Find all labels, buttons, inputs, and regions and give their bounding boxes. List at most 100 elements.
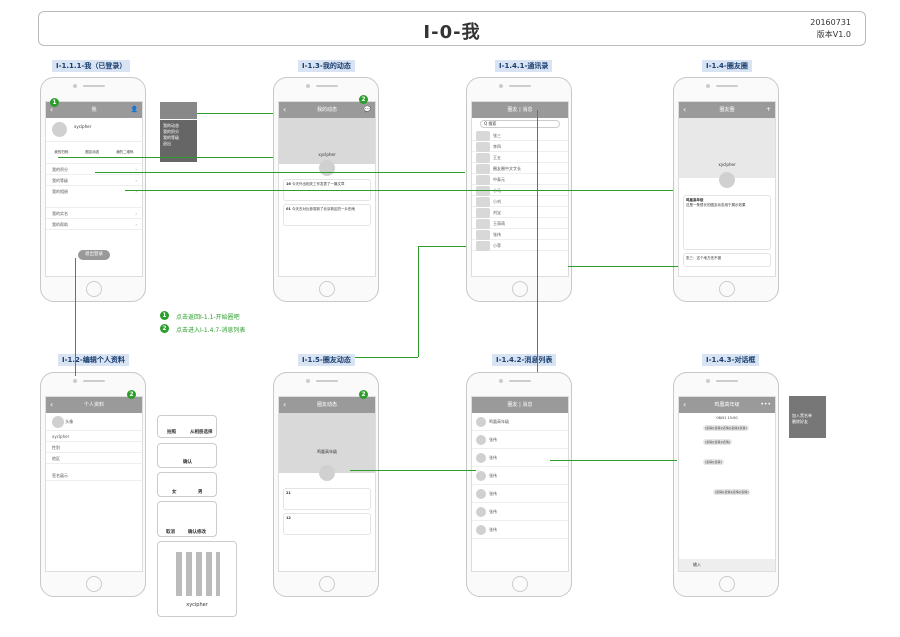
message-row[interactable]: 张伟 [472,521,568,539]
phone-msglist: 圈友 | 消息 鸣凰高年级张伟张伟张伟张伟张伟张伟 [466,372,572,597]
contact-row[interactable]: 王五 [472,152,568,163]
qr-icon[interactable]: 我的二维码 [116,150,134,154]
avatar[interactable] [319,160,335,176]
sex-dialog: 女 男 [157,472,217,497]
contact-row[interactable]: 张伟 [472,229,568,240]
logout-button[interactable]: 退出登录 [78,250,110,260]
connector [418,246,466,247]
phone-moments: ‹我的动态💬 xyclpher 16 今天外出相关工作发表了一篇文章 01 今天… [273,77,379,302]
back-icon[interactable]: ‹ [283,105,287,114]
cover-image: xyclpher [279,118,375,176]
row-sign[interactable]: 签名展示 [46,470,142,481]
contact-row[interactable]: 张三 [472,130,568,141]
contact-row[interactable]: 王萌萌 [472,218,568,229]
contact-row[interactable]: 圈友圈中文字长 [472,163,568,174]
label-me: I-1.1.1-我（已登录） [52,60,131,72]
row-name[interactable]: xyclpher [46,431,142,442]
qr-code-icon [176,552,220,596]
album-option[interactable]: 从相册选择 [190,430,213,435]
photo-dialog: 拍照 从相册选择 [157,415,217,438]
nav-title: 圈友动态 [316,402,337,408]
message-row[interactable]: 张伟 [472,431,568,449]
label-contacts: I-1.4.1-通讯录 [495,60,553,72]
label-chat: I-1.4.3-对话框 [702,354,760,366]
connector [355,357,418,358]
feed-item[interactable]: 12 [283,513,371,535]
row-points[interactable]: 我的积分› [46,164,142,175]
tab-messages[interactable]: 消息 [522,107,533,113]
male-option[interactable]: 男 [198,490,203,495]
message-row[interactable]: 张伟 [472,485,568,503]
connector [125,190,673,191]
back-icon[interactable]: ‹ [50,105,54,114]
qr-name: xycipher [186,602,208,608]
feed-item[interactable]: 21 [283,488,371,510]
feed-item[interactable]: 01 今天去对比参观到了北京新区的一片田地 [283,204,371,226]
row-sex[interactable]: 性别 [46,442,142,453]
connector [550,460,677,461]
chat-menu: 加入黑名单 删除好友 [789,396,826,438]
add-icon[interactable]: + [765,106,771,113]
nav-title: 个人资料 [83,402,104,408]
version-text: 版本V1.0 [816,30,851,39]
popover-menu: 我的动态 我的积分 我的等级 退出 [160,120,197,162]
contact-row[interactable]: 小刘 [472,196,568,207]
chat-input[interactable]: 输入 [679,559,775,571]
name-dialog: 确认 [157,443,217,468]
tab-messages[interactable]: 消息 [522,402,533,408]
phone-chat: ‹鸣凰高年级••• 08/01 15:00 [表情][表情][表情][表情][表… [673,372,779,597]
row-region[interactable]: 地区 [46,453,142,464]
message-row[interactable]: 张伟 [472,449,568,467]
camera-option[interactable]: 拍照 [167,430,176,435]
avatar[interactable] [52,122,67,137]
phone-edit: ‹个人资料 头像 xyclpher 性别 地区 签名展示 [40,372,146,597]
cover-name: xyclpher [318,152,336,157]
message-row[interactable]: 张伟 [472,503,568,521]
scan-icon[interactable]: 我的扫码 [54,150,69,154]
qr-panel: xycipher [157,541,237,617]
row-level[interactable]: 我的等级› [46,175,142,186]
connector [95,172,465,173]
row-album[interactable]: 我的相册› [46,186,142,208]
connector [58,157,273,158]
pop-item[interactable]: 我的动态 [163,123,179,128]
blacklist-option[interactable]: 加入黑名单 [792,413,812,418]
row-help[interactable]: 我的帮助› [46,219,142,230]
message-row[interactable]: 鸣凰高年级 [472,413,568,431]
confirm-button[interactable]: 确认修改 [188,530,206,535]
delete-option[interactable]: 删除好友 [792,419,808,424]
phone-contacts: 圈友 | 消息 Q 搜索 张三李四王五圈友圈中文字长中泰元小马小刘刘宝王萌萌张伟… [466,77,572,302]
nav-title: 我的动态 [316,107,337,113]
contact-row[interactable]: 小菲 [472,240,568,251]
nav-title: 鸣凰高年级 [714,402,740,408]
marker-2c: 2 [359,390,368,399]
row-realname[interactable]: 我的实名› [46,208,142,219]
cover-image: 鸣凰高年级 [279,413,375,481]
ok-button[interactable]: 确认 [183,460,192,465]
tab-friends[interactable]: 圈友 [507,402,518,408]
connector [418,246,419,357]
marker-1: 1 [50,98,59,107]
nav-title: 我 [91,107,97,113]
pop-item[interactable]: 我的积分 [163,129,179,134]
more-icon[interactable]: ••• [760,401,771,408]
message-row[interactable]: 张伟 [472,467,568,485]
post[interactable]: 鸣凰高年级这是一条很长的圈友动态用于展示效果 [683,195,771,250]
pop-item[interactable]: 退出 [163,141,171,146]
search-input[interactable]: Q 搜索 [480,120,560,128]
female-option[interactable]: 女 [172,490,177,495]
contact-row[interactable]: 李四 [472,141,568,152]
contact-row[interactable]: 刘宝 [472,207,568,218]
chat-icon[interactable]: 💬 [363,106,371,113]
reply[interactable]: 张三：这个地方还不错 [683,253,771,267]
feed-icon[interactable]: 圈友动态 [85,150,100,154]
pop-item[interactable]: 我的等级 [163,135,179,140]
user-name: xyclpher [74,124,92,129]
contact-row[interactable]: 中泰元 [472,174,568,185]
cancel-button[interactable]: 取消 [166,530,175,535]
phone-circle: ‹圈友圈+ xyclpher 鸣凰高年级这是一条很长的圈友动态用于展示效果 张三… [673,77,779,302]
add-contact-icon[interactable]: 👤 [130,106,138,113]
tab-friends[interactable]: 圈友 [507,107,518,113]
